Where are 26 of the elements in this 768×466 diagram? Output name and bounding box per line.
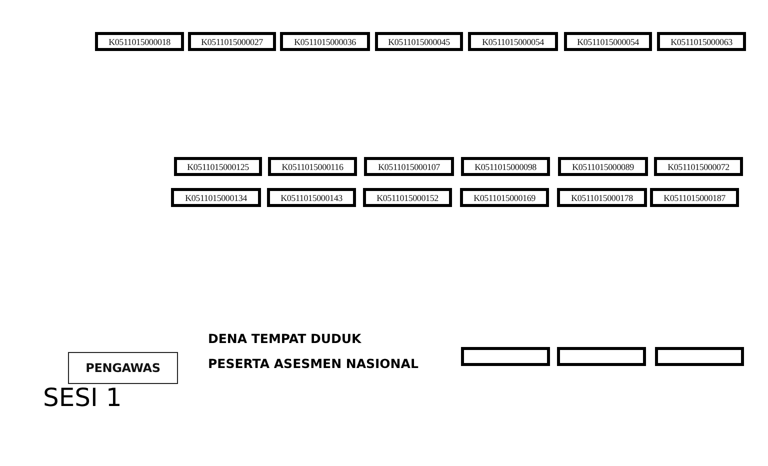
- empty-seat-box: [557, 347, 646, 366]
- seat-box: K0511015000054: [468, 32, 558, 51]
- empty-seat-box: [655, 347, 744, 366]
- seat-box: K0511015000116: [268, 157, 357, 176]
- seat-box: K0511015000178: [557, 188, 647, 207]
- seat-box: K0511015000072: [654, 157, 743, 176]
- seat-box: K0511015000027: [188, 32, 276, 51]
- seat-box: K0511015000187: [650, 188, 739, 207]
- seat-box: K0511015000169: [460, 188, 549, 207]
- seat-box: K0511015000018: [95, 32, 184, 51]
- supervisor-box: PENGAWAS: [68, 352, 178, 384]
- seat-box: K0511015000063: [657, 32, 746, 51]
- seat-box: K0511015000098: [461, 157, 550, 176]
- seat-box: K0511015000054: [564, 32, 652, 51]
- seat-box: K0511015000143: [267, 188, 356, 207]
- seat-box: K0511015000125: [174, 157, 262, 176]
- seat-box: K0511015000134: [171, 188, 261, 207]
- title-text: DENA TEMPAT DUDUK: [208, 331, 362, 346]
- empty-seat-box: [461, 347, 550, 366]
- seat-box: K0511015000089: [558, 157, 648, 176]
- seat-box: K0511015000045: [375, 32, 463, 51]
- seat-box: K0511015000107: [364, 157, 454, 176]
- seat-box: K0511015000152: [363, 188, 452, 207]
- title-text: PESERTA ASESMEN NASIONAL: [208, 356, 418, 371]
- session-label: SESI 1: [43, 383, 122, 412]
- seat-box: K0511015000036: [280, 32, 370, 51]
